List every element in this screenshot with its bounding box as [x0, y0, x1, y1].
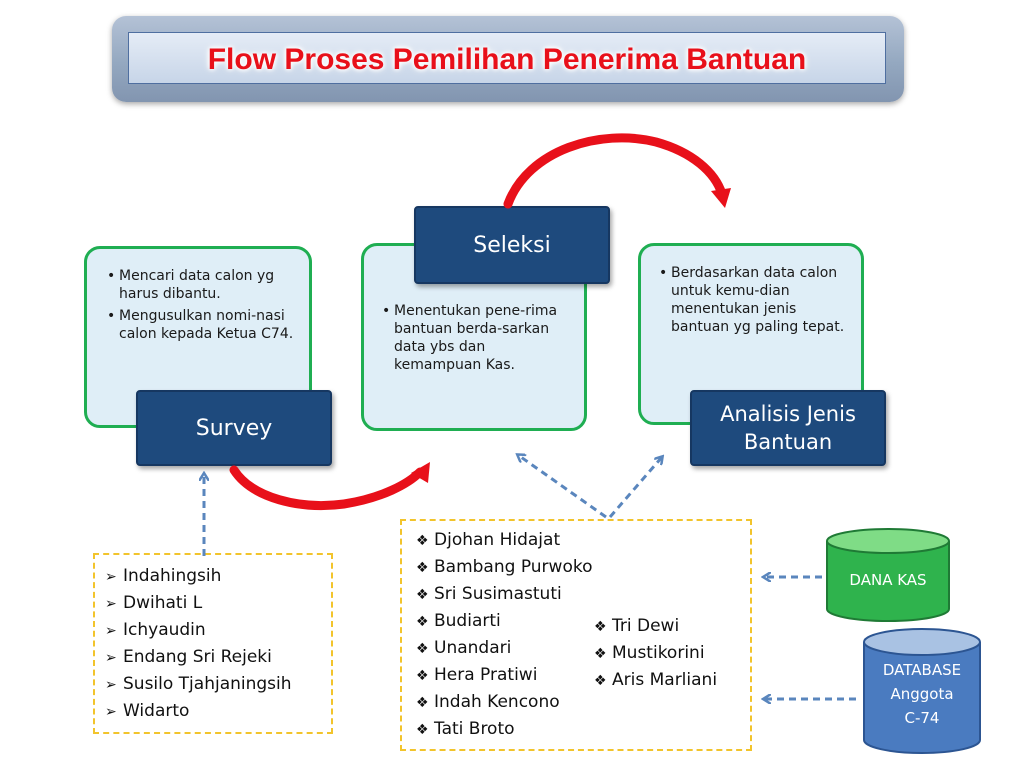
seleksi-bullet: Menentukan pene-rima bantuan berda-sarka… — [378, 302, 570, 374]
committee-name: Hera Pratiwi — [434, 665, 538, 685]
arrowhead-bullet-icon: ➢ — [105, 704, 117, 720]
committee-item: ❖ Hera Pratiwi — [416, 665, 537, 686]
survey-bullet: Mengusulkan nomi-nasi calon kepada Ketua… — [103, 307, 299, 343]
committee-item: ❖ Bambang Purwoko — [416, 557, 592, 578]
survey-label: Survey — [136, 390, 332, 466]
surveyor-item: ➢ Endang Sri Rejeki — [105, 647, 272, 668]
four-diamond-bullet-icon: ❖ — [416, 668, 429, 684]
survey-label-text: Survey — [195, 415, 273, 441]
arrowhead-bullet-icon: ➢ — [105, 569, 117, 585]
committee-name: Bambang Purwoko — [434, 557, 593, 577]
committee-item: ❖ Aris Marliani — [594, 670, 717, 691]
analisis-bullet-list: Berdasarkan data calon untuk kemu-dian m… — [655, 264, 847, 336]
surveyor-item: ➢ Dwihati L — [105, 593, 202, 614]
dashed-arrow-to-seleksi — [518, 455, 607, 519]
four-diamond-bullet-icon: ❖ — [416, 695, 429, 711]
four-diamond-bullet-icon: ❖ — [416, 587, 429, 603]
flow-arrowhead-icon — [411, 462, 430, 483]
surveyor-name: Ichyaudin — [123, 620, 206, 640]
surveyor-list-box: ➢ Indahingsih ➢ Dwihati L ➢ Ichyaudin ➢ Enda… — [93, 553, 333, 734]
arrowhead-bullet-icon: ➢ — [105, 596, 117, 612]
committee-name: Mustikorini — [612, 643, 705, 663]
flow-arrow-survey-to-seleksi — [229, 465, 425, 511]
four-diamond-bullet-icon: ❖ — [594, 673, 607, 689]
seleksi-label-text: Seleksi — [473, 232, 551, 258]
committee-item: ❖ Djohan Hidajat — [416, 530, 560, 551]
analisis-label: Analisis Jenis Bantuan — [690, 390, 886, 466]
dana-kas-label: DANA KAS — [849, 571, 927, 589]
database-label-line: DATABASE — [882, 661, 962, 679]
surveyor-name: Dwihati L — [123, 593, 203, 613]
slide-title: Flow Proses Pemilihan Penerima Bantuan — [207, 43, 807, 76]
committee-item: ❖ Budiarti — [416, 611, 501, 632]
database-label-line: Anggota — [890, 685, 954, 703]
database-label-line: C-74 — [904, 709, 940, 727]
committee-name: Tati Broto — [434, 719, 515, 739]
committee-name: Tri Dewi — [612, 616, 680, 636]
surveyor-item: ➢ Widarto — [105, 701, 189, 722]
committee-item: ❖ Mustikorini — [594, 643, 705, 664]
surveyor-name: Endang Sri Rejeki — [123, 647, 272, 667]
arrowhead-bullet-icon: ➢ — [105, 650, 117, 666]
survey-bullet: Mencari data calon yg harus dibantu. — [103, 267, 299, 303]
four-diamond-bullet-icon: ❖ — [416, 560, 429, 576]
committee-item: ❖ Sri Susimastuti — [416, 584, 562, 605]
four-diamond-bullet-icon: ❖ — [416, 722, 429, 738]
arrowhead-bullet-icon: ➢ — [105, 623, 117, 639]
analisis-bullet: Berdasarkan data calon untuk kemu-dian m… — [655, 264, 847, 336]
committee-list-box: ❖ Djohan Hidajat ❖ Bambang Purwoko ❖ Sri Su… — [400, 519, 752, 751]
four-diamond-bullet-icon: ❖ — [416, 641, 429, 657]
committee-item: ❖ Tati Broto — [416, 719, 515, 740]
flow-arrow-seleksi-to-analisis — [503, 133, 727, 209]
flow-arrowhead-icon — [711, 188, 731, 208]
committee-name: Indah Kencono — [434, 692, 560, 712]
committee-item: ❖ Unandari — [416, 638, 511, 659]
survey-bullet-list: Mencari data calon yg harus dibantu. Men… — [103, 267, 299, 343]
committee-name: Budiarti — [434, 611, 501, 631]
committee-name: Djohan Hidajat — [434, 530, 561, 550]
seleksi-label: Seleksi — [414, 206, 610, 284]
committee-name: Aris Marliani — [612, 670, 718, 690]
title-panel — [128, 32, 886, 84]
committee-name: Unandari — [434, 638, 512, 658]
surveyor-name: Susilo Tjahjaningsih — [123, 674, 292, 694]
four-diamond-bullet-icon: ❖ — [416, 614, 429, 630]
four-diamond-bullet-icon: ❖ — [594, 619, 607, 635]
database-cylinder — [863, 628, 981, 754]
surveyor-item: ➢ Indahingsih — [105, 566, 221, 587]
surveyor-item: ➢ Susilo Tjahjaningsih — [105, 674, 292, 695]
four-diamond-bullet-icon: ❖ — [416, 533, 429, 549]
committee-item: ❖ Indah Kencono — [416, 692, 560, 713]
surveyor-name: Indahingsih — [123, 566, 222, 586]
seleksi-bullet-list: Menentukan pene-rima bantuan berda-sarka… — [378, 302, 570, 374]
dana-kas-cylinder — [826, 528, 950, 622]
analisis-label-text: Analisis Jenis Bantuan — [720, 402, 856, 454]
arrowhead-bullet-icon: ➢ — [105, 677, 117, 693]
committee-item: ❖ Tri Dewi — [594, 616, 679, 637]
database-label: DATABASE Anggota C-74 — [861, 658, 983, 730]
four-diamond-bullet-icon: ❖ — [594, 646, 607, 662]
surveyor-item: ➢ Ichyaudin — [105, 620, 206, 641]
dashed-arrow-to-analisis — [608, 457, 662, 518]
surveyor-name: Widarto — [123, 701, 190, 721]
committee-name: Sri Susimastuti — [434, 584, 562, 604]
